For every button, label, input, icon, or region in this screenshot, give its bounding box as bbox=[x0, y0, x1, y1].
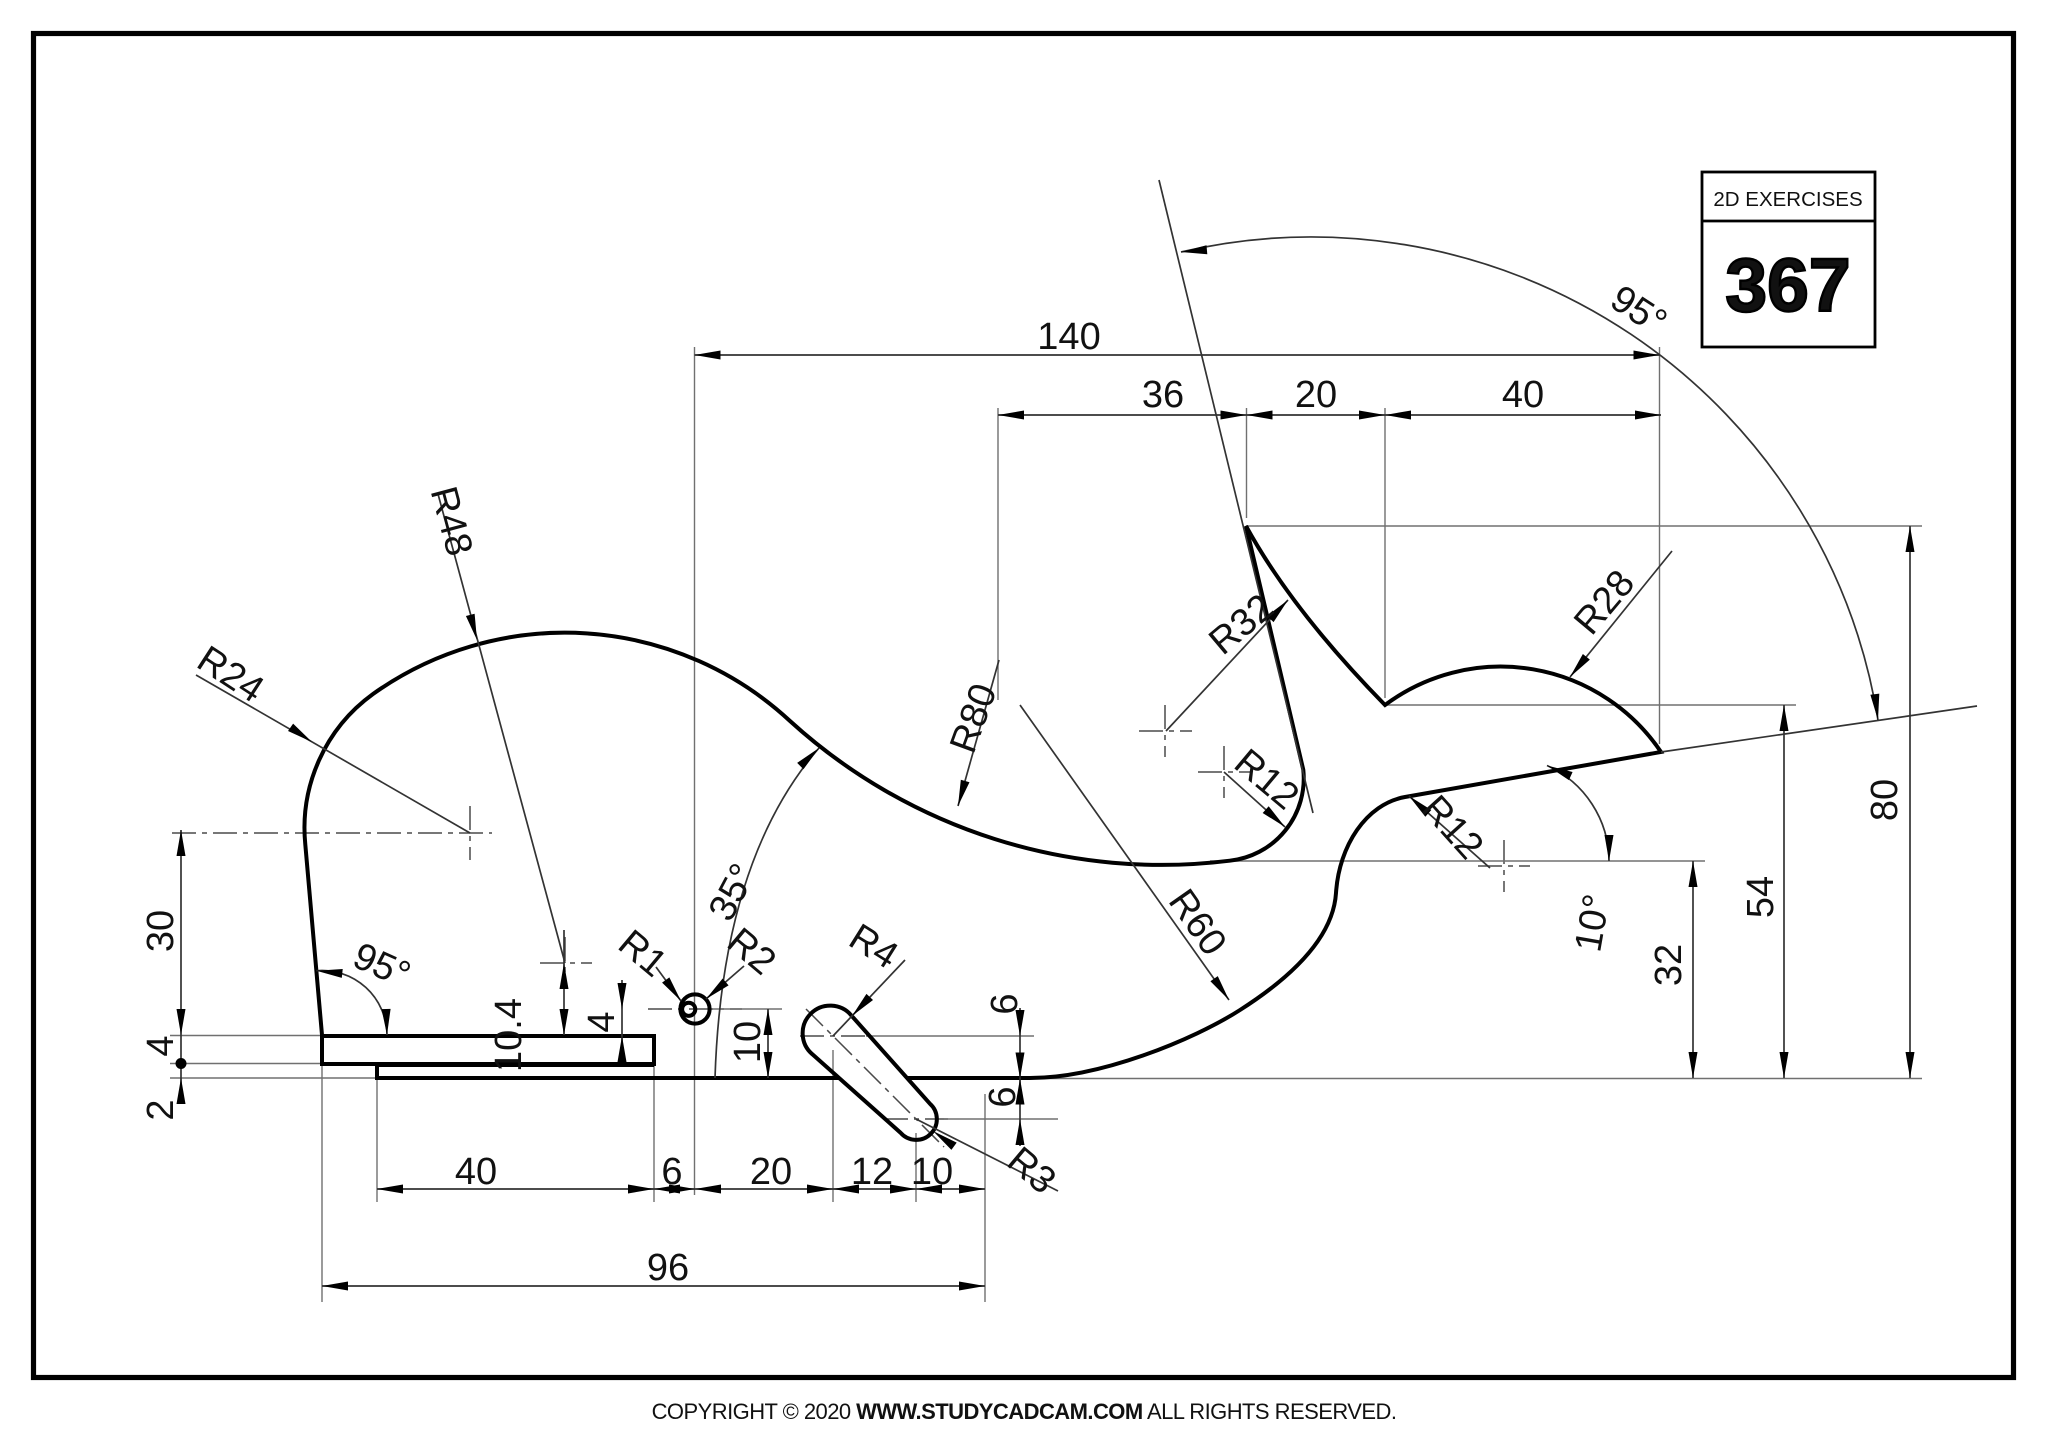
svg-text:4: 4 bbox=[140, 1035, 182, 1056]
svg-text:40: 40 bbox=[455, 1151, 497, 1193]
svg-text:10.4: 10.4 bbox=[488, 998, 530, 1072]
svg-text:12: 12 bbox=[851, 1151, 893, 1193]
svg-text:10°: 10° bbox=[1567, 891, 1618, 955]
svg-text:10: 10 bbox=[727, 1021, 769, 1063]
svg-text:20: 20 bbox=[1295, 374, 1337, 416]
svg-text:96: 96 bbox=[647, 1247, 689, 1289]
svg-text:36: 36 bbox=[1142, 374, 1184, 416]
svg-text:2: 2 bbox=[140, 1099, 182, 1120]
svg-text:140: 140 bbox=[1037, 316, 1100, 358]
svg-text:6: 6 bbox=[661, 1151, 682, 1193]
svg-text:10: 10 bbox=[911, 1151, 953, 1193]
svg-text:2D EXERCISES: 2D EXERCISES bbox=[1713, 188, 1862, 211]
svg-text:COPYRIGHT © 2020 WWW.STUDYCADC: COPYRIGHT © 2020 WWW.STUDYCADCAM.COM ALL… bbox=[652, 1399, 1397, 1424]
svg-text:32: 32 bbox=[1648, 944, 1690, 986]
svg-text:40: 40 bbox=[1502, 374, 1544, 416]
svg-text:4: 4 bbox=[581, 1011, 623, 1032]
svg-text:20: 20 bbox=[750, 1151, 792, 1193]
svg-text:6: 6 bbox=[984, 993, 1026, 1014]
svg-text:30: 30 bbox=[140, 910, 182, 952]
svg-text:54: 54 bbox=[1740, 876, 1782, 918]
svg-text:367: 367 bbox=[1725, 243, 1850, 327]
svg-text:6: 6 bbox=[982, 1086, 1024, 1107]
svg-text:80: 80 bbox=[1864, 779, 1906, 821]
